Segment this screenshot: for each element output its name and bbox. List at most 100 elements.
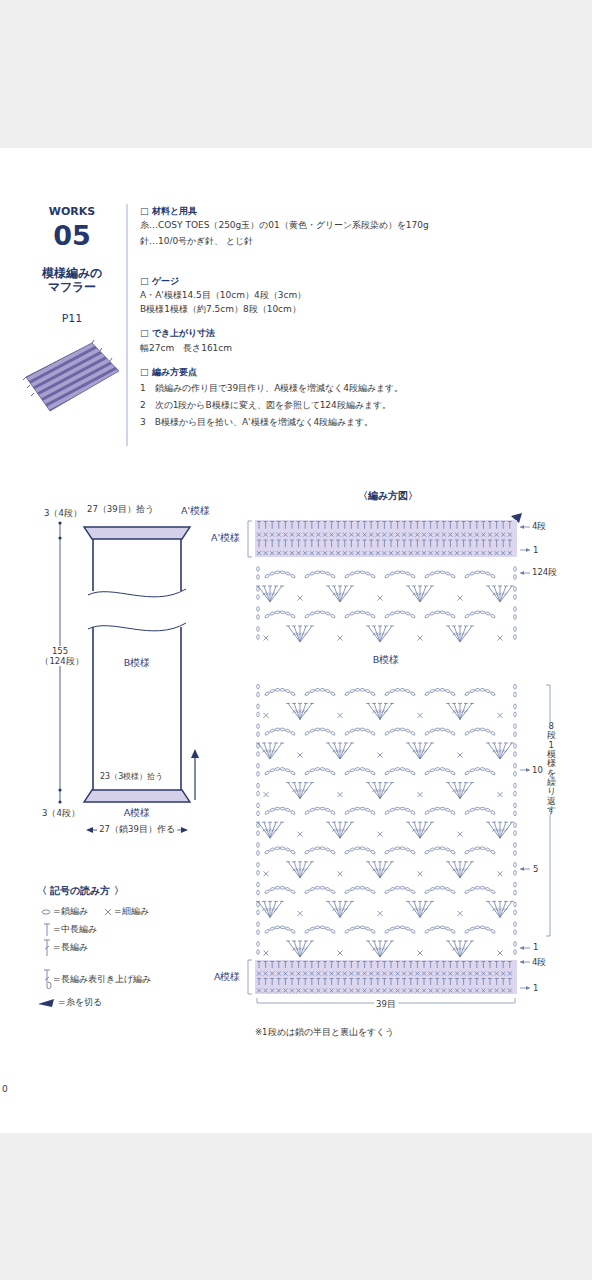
stitch-stroke xyxy=(389,961,393,962)
stitch-stroke xyxy=(475,533,479,537)
stitch-stroke xyxy=(442,551,446,555)
stitch-stroke xyxy=(495,989,499,993)
stitch-stroke xyxy=(510,586,514,587)
stitch-stroke xyxy=(341,829,344,831)
stitch-stroke xyxy=(264,540,268,541)
stitch-stroke xyxy=(330,972,334,976)
stitch-stroke xyxy=(290,889,295,894)
stitch-stroke xyxy=(371,540,372,547)
stitch-stroke xyxy=(330,551,334,555)
stitch-stroke xyxy=(464,731,469,736)
stitch-stroke xyxy=(430,768,435,772)
stitch-stroke xyxy=(494,822,500,838)
stitch-stroke xyxy=(450,522,451,529)
stitch-stroke xyxy=(391,979,392,986)
stitch-stroke xyxy=(257,540,261,541)
stitch-stroke xyxy=(285,887,290,891)
stitch-stroke xyxy=(283,989,287,993)
stitch-stroke xyxy=(454,783,460,799)
stitch-stroke xyxy=(424,901,428,902)
stitch-stroke xyxy=(481,551,485,555)
stitch-stroke xyxy=(378,633,381,635)
stitch-stroke xyxy=(365,768,370,772)
stitch-stroke xyxy=(300,941,306,957)
stitch-stroke xyxy=(372,703,376,704)
stitch-stroke xyxy=(338,750,341,752)
stitch-chart xyxy=(256,525,530,990)
stitch-stroke xyxy=(336,972,340,976)
stitch-stroke xyxy=(351,962,352,969)
stitch-stroke xyxy=(455,989,459,993)
stitch-stroke xyxy=(514,862,517,867)
stitch-stroke xyxy=(285,689,290,693)
chart-note: ※1段めは鎖の半目と裏山をすくう xyxy=(255,1027,394,1037)
stitch-stroke xyxy=(462,978,466,979)
stitch-stroke xyxy=(498,829,501,831)
stitch-stroke xyxy=(405,847,410,851)
stitch-stroke xyxy=(303,551,307,555)
stitch-stroke xyxy=(328,586,340,602)
stitch-stroke xyxy=(363,521,367,522)
stitch-stroke xyxy=(368,862,380,878)
stitch-stroke xyxy=(514,843,517,848)
stitch-stroke xyxy=(344,979,345,986)
stitch-stroke xyxy=(360,886,365,889)
stitch-stroke xyxy=(294,626,300,642)
stitch-stroke xyxy=(303,978,307,979)
row-number: 124段 xyxy=(532,567,557,577)
row-arrow xyxy=(520,960,524,964)
stitch-stroke xyxy=(310,729,315,733)
stitch-stroke xyxy=(335,593,338,595)
stitch-stroke xyxy=(418,951,423,956)
stitch-stroke xyxy=(429,533,433,537)
stitch-stroke xyxy=(397,979,398,986)
stitch-stroke xyxy=(316,989,320,993)
band-bracket xyxy=(248,521,252,557)
stitch-stroke xyxy=(270,533,274,537)
stitch-stroke xyxy=(283,972,287,976)
stitch-stroke xyxy=(448,972,452,976)
stitch-stroke xyxy=(481,533,485,537)
stitch-stroke xyxy=(396,540,400,541)
stitch-stroke xyxy=(376,533,380,537)
stitch-stroke xyxy=(325,729,330,733)
stitch-stroke xyxy=(378,911,383,916)
stitch-stroke xyxy=(476,540,477,547)
stitch-stroke xyxy=(295,790,298,792)
stitch-stroke xyxy=(280,822,284,823)
stitch-stroke xyxy=(351,540,352,547)
stitch-stroke xyxy=(305,979,306,986)
stitch-stroke xyxy=(332,908,335,910)
stitch-stroke xyxy=(294,941,300,957)
stitch-stroke xyxy=(257,831,260,836)
stitch-stroke xyxy=(514,791,517,796)
stitch-stroke xyxy=(501,533,505,537)
stitch-stroke xyxy=(415,551,419,555)
stitch-stroke xyxy=(429,972,433,976)
stitch-stroke xyxy=(390,808,395,812)
stitch-stroke xyxy=(258,743,270,759)
stitch-stroke xyxy=(458,832,463,837)
stitch-stroke xyxy=(464,574,469,579)
stitch-stroke xyxy=(409,551,413,555)
stitch-stroke xyxy=(326,586,330,587)
stitch-stroke xyxy=(470,571,475,575)
stitch-stroke xyxy=(462,533,466,537)
stitch-stroke xyxy=(460,783,472,799)
stitch-stroke xyxy=(336,989,340,993)
stitch-stroke xyxy=(514,732,517,737)
stitch-stroke xyxy=(270,521,274,522)
stitch-stroke xyxy=(448,540,452,541)
stitch-stroke xyxy=(378,911,383,916)
stitch-stroke xyxy=(264,551,268,555)
stitch-stroke xyxy=(320,611,325,614)
stitch-stroke xyxy=(301,948,304,950)
stitch-stroke xyxy=(336,989,340,993)
stitch-stroke xyxy=(445,847,450,851)
body-text: 3 B模様から目を拾い、A'模様を増減なく4段編みます。 xyxy=(140,417,373,428)
stitch-stroke xyxy=(402,972,406,976)
stitch-stroke xyxy=(382,972,386,976)
stitch-stroke xyxy=(376,551,380,555)
stitch-stroke xyxy=(286,703,290,704)
stitch-stroke xyxy=(336,521,340,522)
